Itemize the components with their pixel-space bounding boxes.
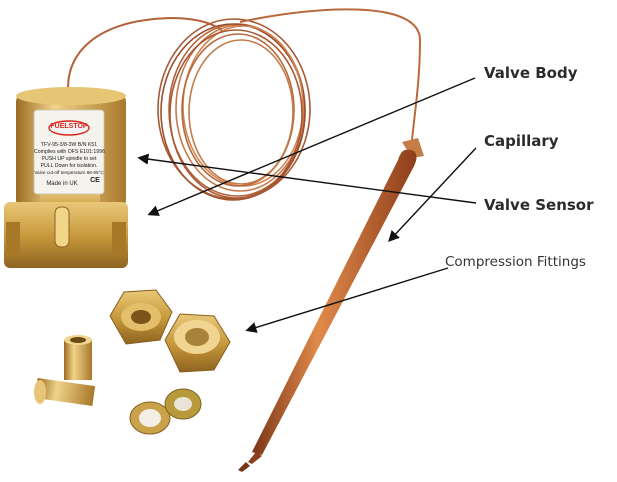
arrow-valve-body <box>147 77 476 216</box>
nameplate-line-1: TFV-95-3/8-3W B/N K51 <box>40 142 98 148</box>
label-capillary: Capillary <box>484 132 559 150</box>
nameplate-line-3: PUSH UP spindle to set <box>41 156 97 162</box>
ce-mark: CE <box>90 177 100 184</box>
label-valve-sensor: Valve Sensor <box>484 196 594 214</box>
capillary-coil <box>157 18 311 201</box>
nameplate-line-2: Complies with OFS E101:1996 <box>34 149 105 155</box>
callout-arrows <box>137 77 477 333</box>
nameplate-brand: FUELSTOP <box>50 123 88 130</box>
label-valve-body: Valve Body <box>484 64 578 82</box>
temperature-sensor <box>238 138 424 472</box>
valve-wire <box>67 16 223 103</box>
arrow-capillary <box>388 147 477 243</box>
fuelstop-logo <box>48 120 90 136</box>
label-compression-fittings: Compression Fittings <box>445 254 586 270</box>
nameplate-line-4: PULL Down for isolation. <box>40 163 98 169</box>
capillary-lead <box>239 8 422 141</box>
arrow-compression-fittings <box>245 267 449 333</box>
compression-fittings <box>34 289 231 435</box>
nameplate-line-5: Valve cut-off temperature 86-95°C <box>34 170 104 175</box>
nameplate-line-6: Made in UK <box>46 181 78 187</box>
arrow-valve-sensor <box>137 153 477 204</box>
